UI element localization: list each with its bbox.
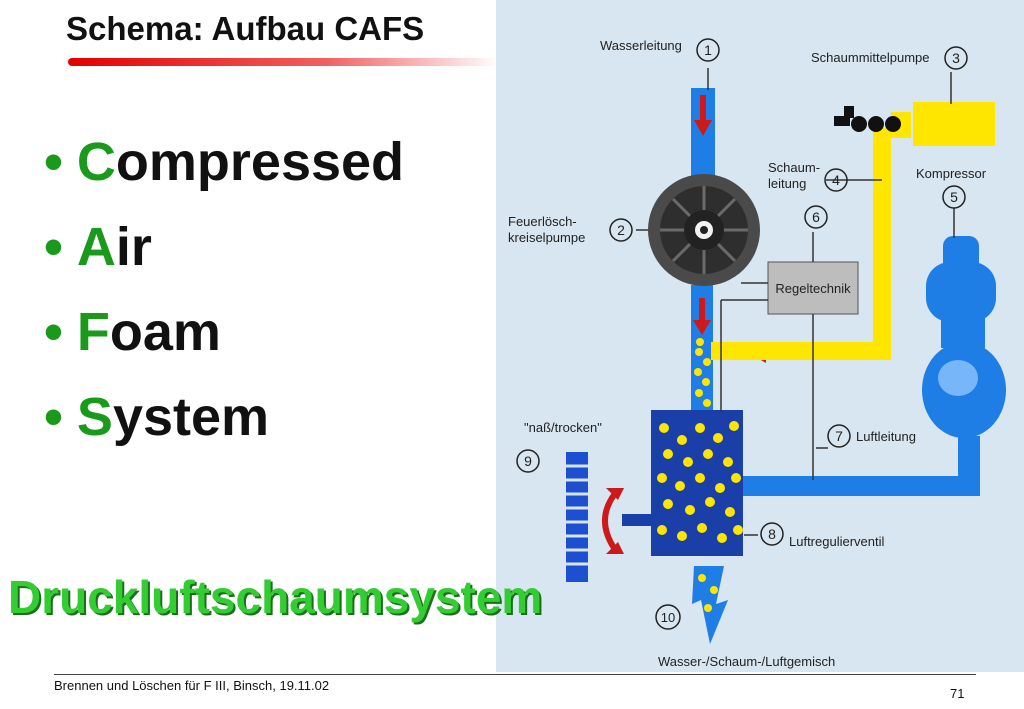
slide-title: Schema: Aufbau CAFS [66, 10, 425, 47]
bullet-dot-icon: • [44, 132, 63, 192]
bullet-dot-icon: • [44, 217, 63, 277]
label-kompressor: Kompressor [916, 166, 987, 181]
nass-trocken-scale [566, 452, 588, 582]
arrow-down-icon [694, 120, 712, 136]
feuerloeschkreiselpumpe [648, 174, 760, 286]
label-schaumleitung-2: leitung [768, 176, 806, 191]
label-gemisch: Wasser-/Schaum-/Luftgemisch [658, 654, 835, 669]
regeltechnik-label: Regeltechnik [775, 281, 851, 296]
druckluftschaumsystem-heading: Druckluftschaumsystem [8, 571, 543, 623]
luftregulierventil-handle [622, 514, 652, 526]
title-underline [68, 58, 498, 66]
bullet-rest: oam [109, 302, 221, 362]
number-markers [516, 38, 968, 630]
label-feuerloesch-2: kreiselpumpe [508, 230, 585, 245]
bullet-rest: ompressed [115, 132, 405, 192]
bullet-initial: A [76, 217, 116, 277]
marker-2: 2 [617, 222, 625, 238]
label-luftregulierventil: Luftregulierventil [789, 534, 884, 549]
schaummittelpumpe-body [913, 102, 995, 146]
marker-5: 5 [950, 189, 958, 205]
footer-text: Brennen und Löschen für F III, Binsch, 1… [54, 678, 330, 693]
component-labels: Wasserleitung Schaummittelpumpe Schaum- … [508, 38, 987, 669]
cafs-schematic: Regeltechnik [496, 0, 1024, 672]
marker-7: 7 [835, 428, 843, 444]
marker-6: 6 [812, 209, 820, 225]
footer-divider [54, 674, 976, 675]
marker-1: 1 [704, 42, 712, 58]
foam-bubbles-in-pipe [694, 338, 711, 407]
marker-10: 10 [661, 610, 675, 625]
bullet-initial: F [76, 302, 110, 362]
mixing-chamber-bubbles [657, 421, 743, 543]
label-luftleitung: Luftleitung [856, 429, 916, 444]
number-labels: 1 2 3 4 5 6 7 8 9 10 [524, 42, 960, 625]
bullet-initial: S [76, 387, 113, 447]
bullet-dot-icon: • [44, 387, 63, 447]
kompressor [922, 236, 1006, 438]
marker-3: 3 [952, 50, 960, 66]
foam-line [711, 112, 911, 360]
output-mixture [692, 566, 728, 644]
bullet-compressed: •Compressed [44, 120, 404, 205]
label-wasserleitung: Wasserleitung [600, 38, 682, 53]
bullet-foam: •Foam [44, 290, 404, 375]
label-feuerloesch-1: Feuerlösch- [508, 214, 577, 229]
kompressor-highlight [938, 360, 978, 396]
page-number: 71 [950, 686, 965, 701]
bullet-rest: ystem [112, 387, 270, 447]
bullet-dot-icon: • [44, 302, 63, 362]
regeltechnik-box [767, 261, 859, 315]
acronym-bullet-list: •Compressed •Air •Foam •System [44, 120, 404, 460]
arrow-down-icon [693, 320, 711, 335]
label-schaumleitung-1: Schaum- [768, 160, 820, 175]
bullet-initial: C [76, 132, 116, 192]
schaummittelpumpe-valves [834, 106, 901, 132]
bullet-rest: ir [115, 217, 152, 277]
luftleitung-pipe [741, 436, 980, 496]
marker-9: 9 [524, 453, 532, 469]
bullet-air: •Air [44, 205, 404, 290]
label-nass-trocken: "naß/trocken" [524, 420, 602, 435]
cafs-schematic-svg: Regeltechnik [496, 0, 1024, 672]
adjust-arrows [602, 493, 617, 550]
bullet-system: •System [44, 375, 404, 460]
arrow-down-icon [606, 542, 624, 554]
marker-4: 4 [832, 172, 840, 188]
marker-8: 8 [768, 526, 776, 542]
label-schaummittelpumpe: Schaummittelpumpe [811, 50, 930, 65]
arrow-up-icon [606, 488, 624, 500]
